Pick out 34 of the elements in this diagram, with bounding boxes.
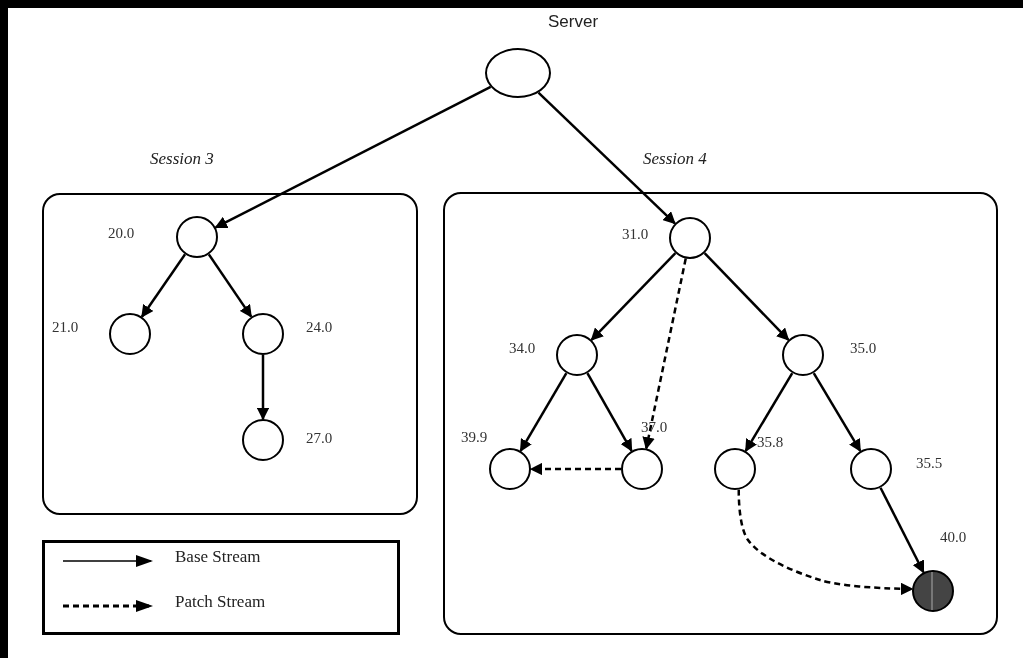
value-label: 37.0	[641, 420, 668, 435]
legend-label: Patch Stream	[175, 593, 266, 610]
value-label: 40.0	[940, 530, 967, 545]
legend-label: Base Stream	[175, 548, 261, 565]
arrow	[256, 355, 270, 421]
arrow	[140, 253, 187, 318]
value-label: 35.8	[757, 435, 784, 450]
arrow	[879, 487, 925, 574]
group-title: Session 3	[150, 150, 214, 167]
value-label: 34.0	[509, 341, 536, 356]
value-label: 27.0	[306, 431, 333, 446]
dashed-arrow	[642, 258, 687, 450]
arrow	[812, 372, 862, 453]
arrow	[207, 253, 253, 318]
arrow	[586, 372, 633, 452]
arrow	[703, 252, 790, 341]
dashed-arrow	[529, 462, 621, 476]
value-label: 24.0	[306, 320, 333, 335]
value-label: 31.0	[622, 227, 649, 242]
value-label: 35.0	[850, 341, 877, 356]
session-group-box	[443, 192, 998, 635]
value-label: 39.9	[461, 430, 488, 445]
node-label: Server	[548, 13, 599, 30]
value-label: 21.0	[52, 320, 79, 335]
dashed-arrow	[737, 489, 914, 596]
session-group-box	[42, 193, 418, 515]
arrow	[744, 372, 794, 453]
arrow	[214, 85, 492, 229]
value-label: 35.5	[916, 456, 943, 471]
arrow	[537, 91, 676, 225]
group-title: Session 4	[643, 150, 707, 167]
value-label: 20.0	[108, 226, 135, 241]
arrow	[590, 252, 677, 341]
arrow	[519, 372, 568, 452]
